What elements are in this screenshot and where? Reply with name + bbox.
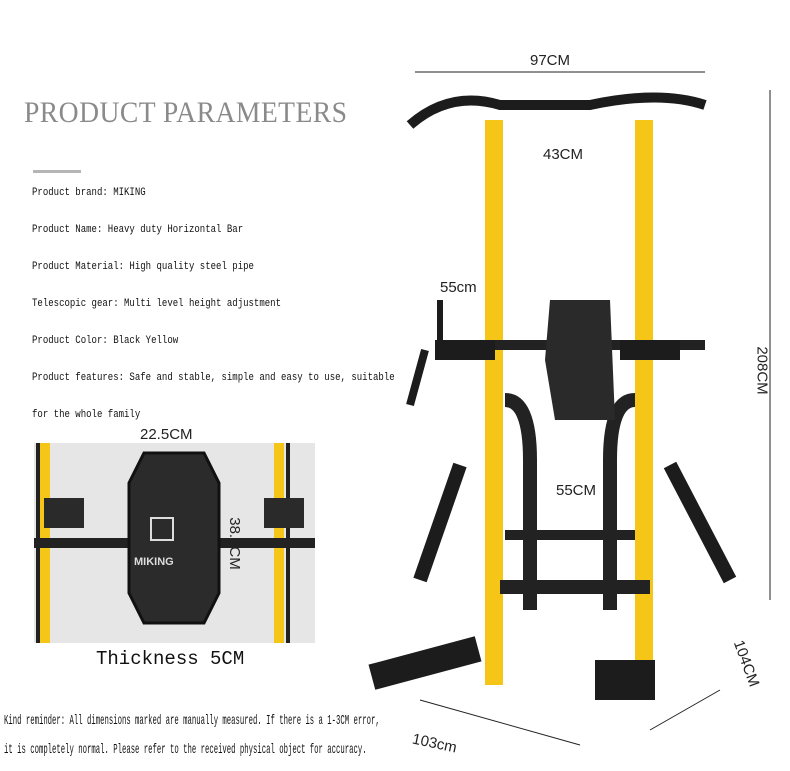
- dim-inner: 55CM: [556, 482, 597, 499]
- spec-material: Product Material: High quality steel pip…: [32, 261, 254, 273]
- spec-features-cont: for the whole family: [32, 409, 141, 421]
- thickness-label: Thickness 5CM: [96, 648, 245, 670]
- dim-grip: 43CM: [543, 146, 584, 163]
- spec-gear: Telescopic gear: Multi level height adju…: [32, 298, 281, 310]
- inset-height-label: 38.5CM: [225, 517, 243, 570]
- power-tower-illustration: [368, 71, 771, 746]
- brand-logo-text: MIKING: [134, 556, 174, 568]
- backrest-inset: MIKING: [34, 443, 315, 643]
- reminder-line-2: it is completely normal. Please refer to…: [4, 742, 367, 758]
- spec-color: Product Color: Black Yellow: [32, 335, 179, 347]
- dim-height: 208CM: [753, 346, 771, 395]
- dim-dip: 55cm: [440, 279, 477, 296]
- page-title: PRODUCT PARAMETERS: [24, 96, 348, 129]
- backrest-illustration: [34, 443, 315, 643]
- reminder-line-1: Kind reminder: All dimensions marked are…: [4, 713, 380, 729]
- divider: [33, 170, 81, 173]
- dim-width-top: 97CM: [530, 52, 571, 69]
- inset-width-label: 22.5CM: [140, 426, 193, 443]
- spec-features: Product features: Safe and stable, simpl…: [32, 372, 395, 384]
- spec-brand: Product brand: MIKING: [32, 187, 146, 199]
- spec-name: Product Name: Heavy duty Horizontal Bar: [32, 224, 244, 236]
